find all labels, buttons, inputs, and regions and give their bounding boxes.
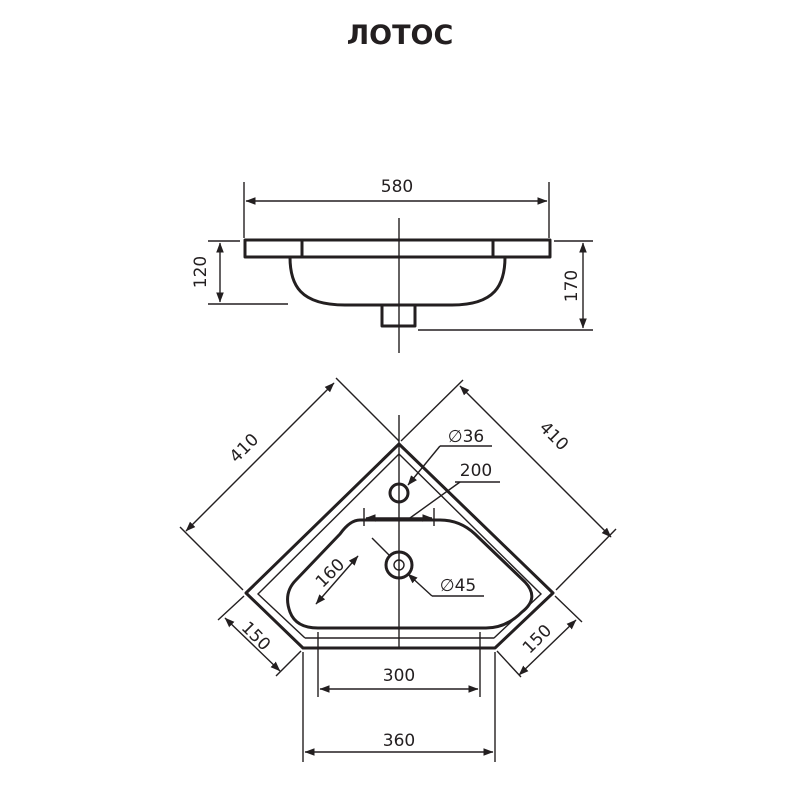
right-side-dimension-line [459, 385, 612, 538]
sink-rim [243, 238, 552, 259]
left-side-label: 410 [226, 430, 263, 467]
right-side-label: 410 [535, 418, 572, 455]
tap-hole-diameter-label: ∅36 [448, 427, 484, 447]
side-view: 580 120 170 [191, 177, 593, 353]
front-width-label: 360 [383, 731, 415, 751]
tap-offset-label: 200 [460, 461, 492, 481]
sink-bowl-profile [288, 255, 507, 307]
left-corner-dimension-line [224, 617, 281, 672]
bowl-depth-label: 160 [312, 555, 349, 592]
rim-height-label: 120 [191, 256, 211, 288]
drain-hole-diameter-label: ∅45 [440, 576, 476, 596]
total-height-label: 170 [562, 270, 582, 302]
left-side-dimension-line [185, 382, 335, 532]
bowl-width-label: 300 [383, 666, 415, 686]
right-corner-dimension-line [518, 619, 577, 676]
width-label: 580 [381, 177, 413, 197]
product-title: ЛОТОС [347, 20, 454, 51]
right-corner-label: 150 [519, 621, 556, 658]
top-view: ∅36 200 ∅45 160 410 410 150 [179, 377, 617, 762]
left-corner-label: 150 [237, 618, 274, 655]
